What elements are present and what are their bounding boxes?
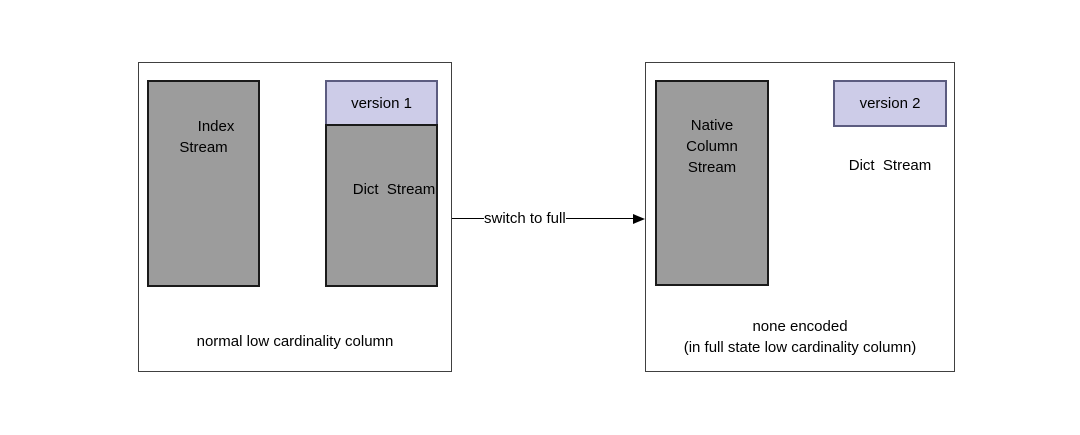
dict-stream-label-right: Dict Stream	[848, 157, 932, 174]
switch-arrow: switch to full	[452, 210, 645, 227]
index-stream-label: Index Stream	[179, 118, 239, 156]
normal-column-box: Index Stream version 1 Dict Stream norma…	[138, 62, 452, 372]
left-box-caption: normal low cardinality column	[196, 333, 394, 350]
index-stream-box: Index Stream	[147, 80, 260, 287]
dict-stream-label: Dict Stream	[352, 181, 436, 198]
version-2-label: version 2	[859, 95, 921, 112]
full-state-column-box: Native Column Stream version 2 Dict Stre…	[645, 62, 955, 372]
native-column-stream-label: Native Column Stream	[686, 117, 738, 176]
right-box-caption-line2: (in full state low cardinality column)	[683, 339, 917, 356]
version-2-tag: version 2	[833, 80, 947, 127]
arrowhead-icon	[633, 213, 645, 224]
dict-stream-box: Dict Stream	[325, 124, 438, 287]
right-box-caption: none encoded (in full state low cardinal…	[646, 316, 954, 358]
switch-arrow-label: switch to full	[484, 210, 566, 227]
version-1-label: version 1	[351, 94, 412, 112]
native-column-stream-box: Native Column Stream	[655, 80, 769, 286]
right-box-caption-line1: none encoded	[752, 318, 848, 335]
arrow-line-left	[452, 218, 484, 219]
arrow-line-right	[565, 218, 633, 219]
version-1-tag: version 1	[325, 80, 438, 126]
